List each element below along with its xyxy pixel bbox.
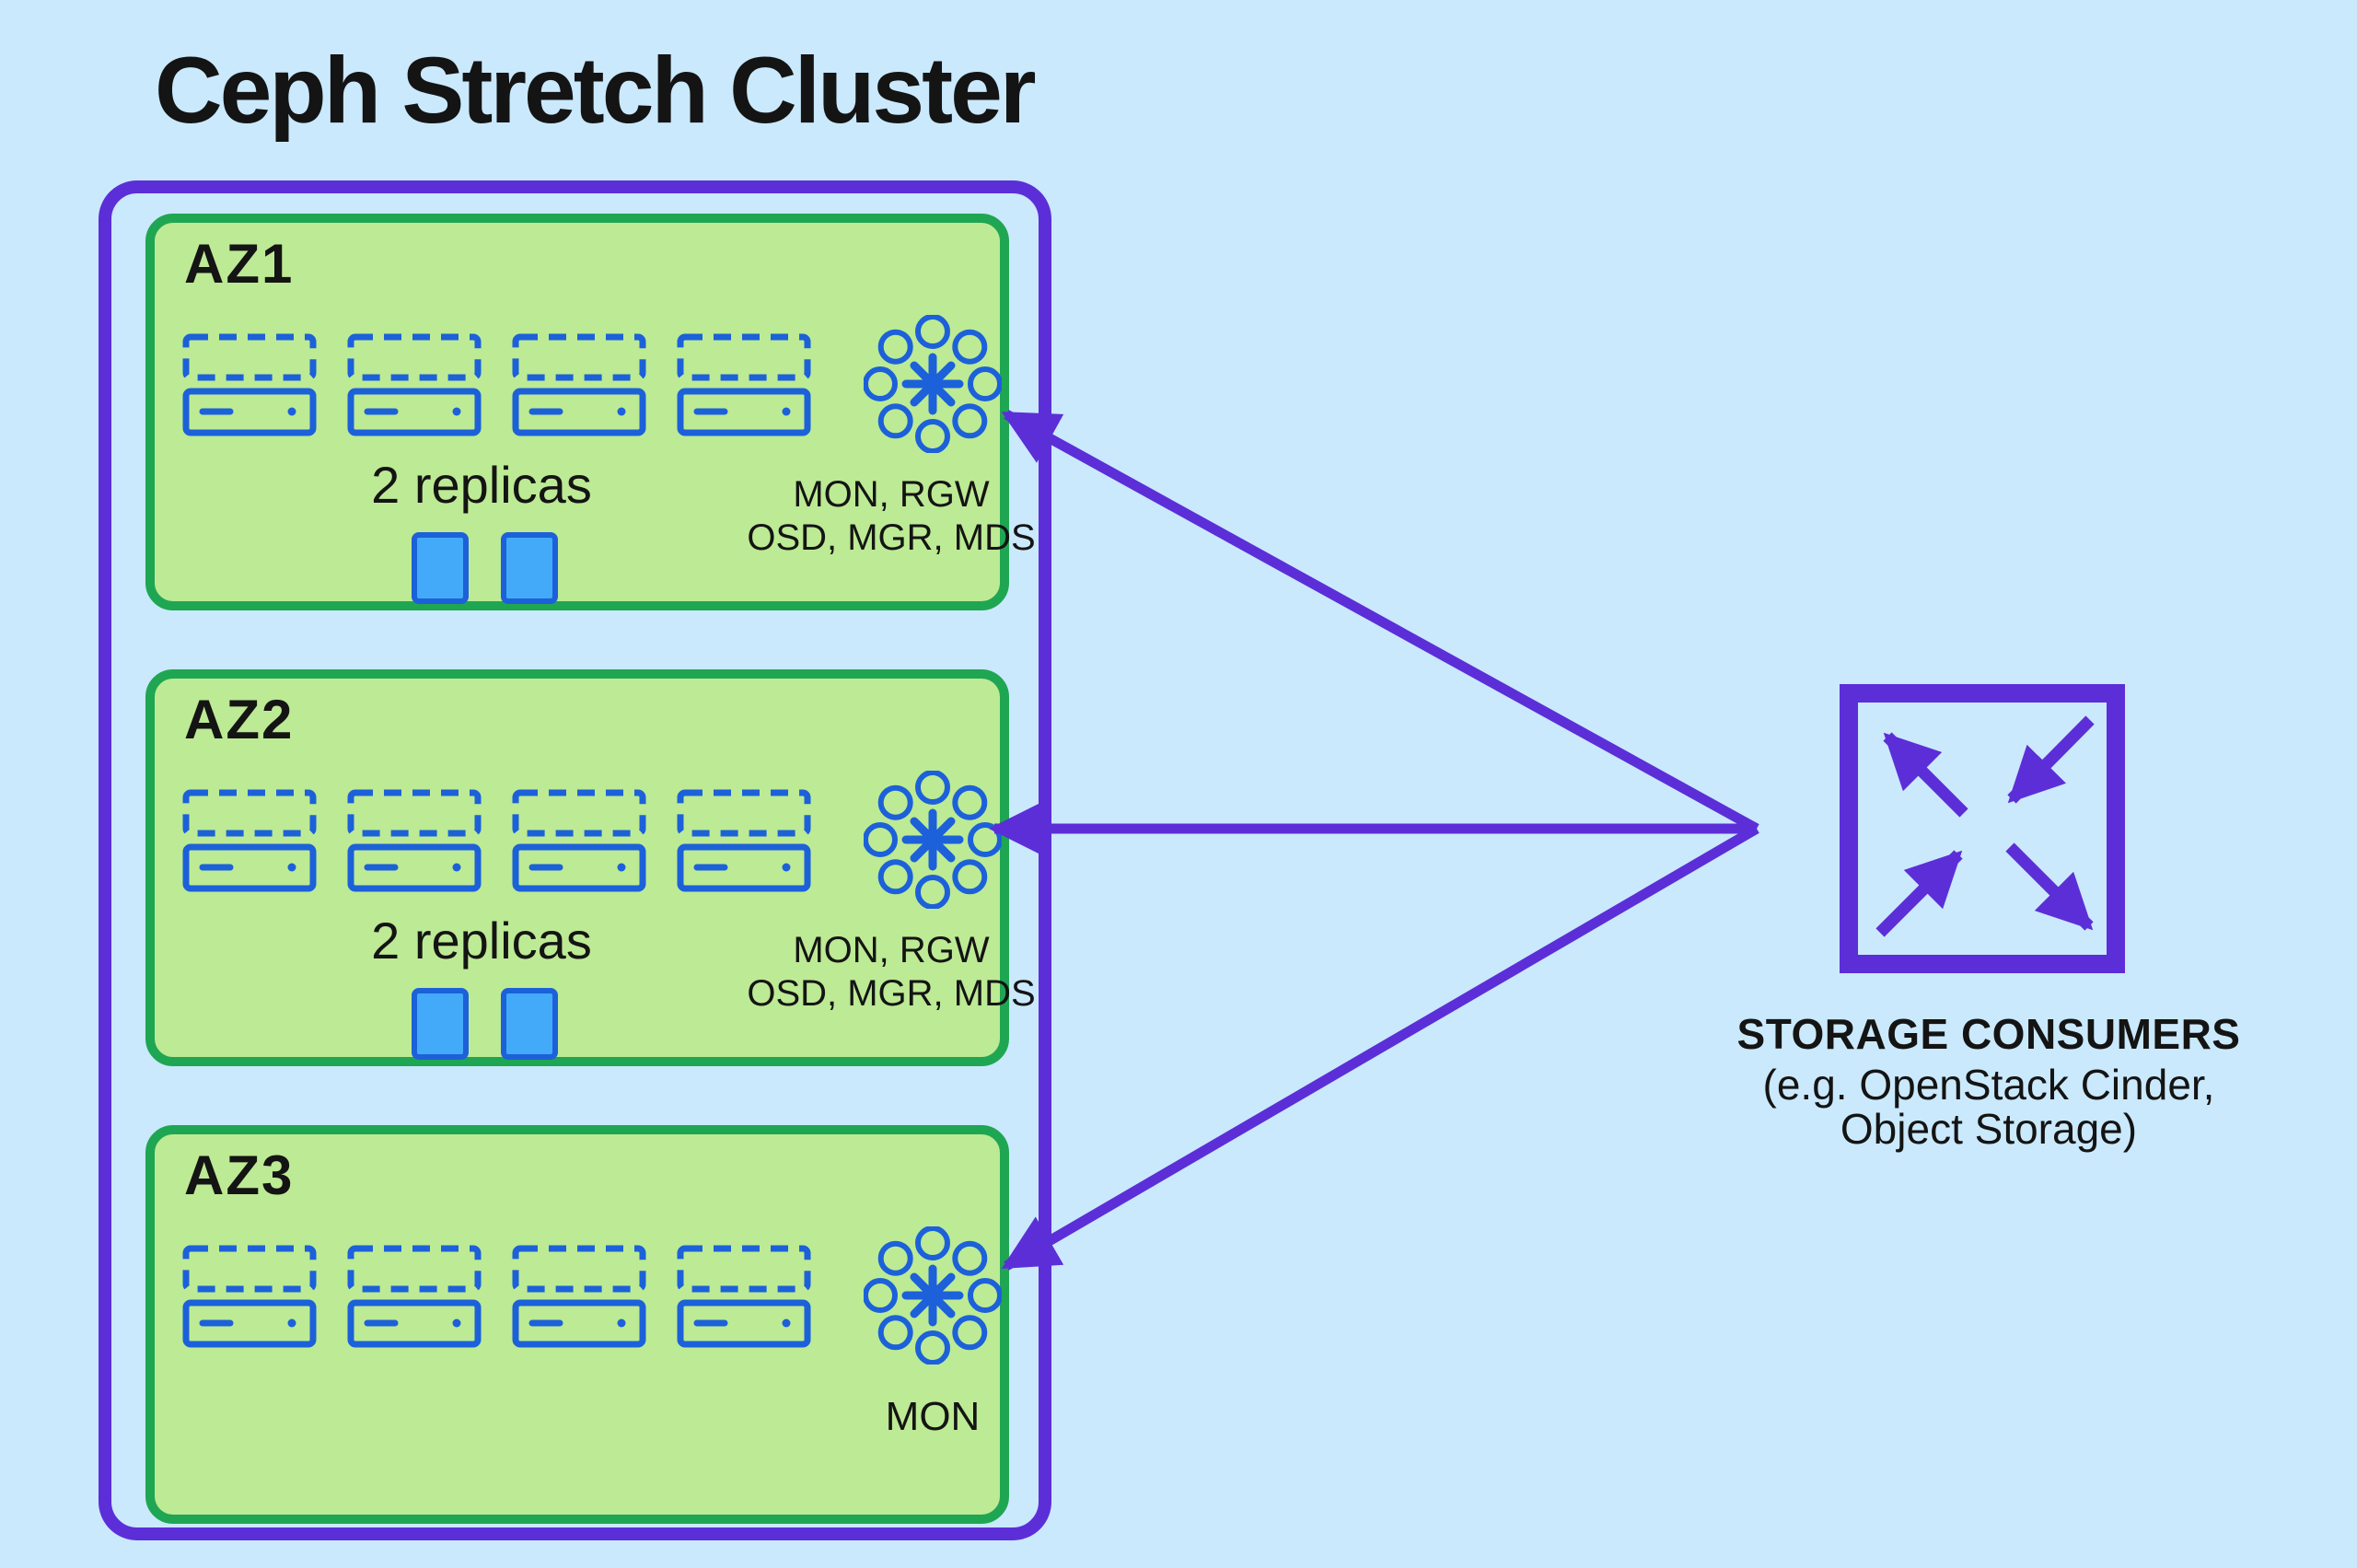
server-node-icon [512,333,646,436]
replica-square [501,532,558,604]
az-label: AZ1 [184,233,295,295]
availability-zone-az1: AZ1 [145,214,1036,610]
replica-square [412,988,469,1060]
arrow-to-az3 [1001,824,1759,1271]
server-node-icon [347,333,482,436]
server-node-icon [677,789,811,892]
storage-consumers-subtitle-2: Object Storage) [1840,1105,2138,1154]
server-node-icon [182,1245,317,1348]
replica-squares [412,988,558,1060]
server-node-icon [512,789,646,892]
services-label: MON, RGW OSD, MGR, MDS [707,473,1075,560]
replicas-label: 2 replicas [371,456,592,514]
services-line-2: OSD, MGR, MDS [747,973,1036,1015]
server-row [182,789,811,892]
server-node-icon [182,333,317,436]
arrow-to-az1 [1001,410,1759,833]
az-label: AZ2 [184,689,295,750]
services-line-2: OSD, MGR, MDS [747,517,1036,559]
storage-consumers-title: STORAGE CONSUMERS [1736,1010,2241,1058]
server-node-icon [182,789,317,892]
server-node-icon [512,1245,646,1348]
server-node-icon [677,1245,811,1348]
services-label: MON, RGW OSD, MGR, MDS [707,929,1075,1016]
storage-consumers-subtitle-1: (e.g. OpenStack Cinder, [1762,1061,2215,1109]
ceph-daemon-cluster-icon [864,1226,1002,1365]
server-row [182,333,811,436]
replica-square [412,532,469,604]
replica-square [501,988,558,1060]
availability-zone-az3: AZ3 [145,1125,1009,1524]
services-label: MON [885,1394,981,1439]
server-node-icon [677,333,811,436]
az-label: AZ3 [184,1144,295,1206]
server-row [182,1245,811,1348]
services-line-1: MON, RGW [793,474,990,515]
services-line-1: MON, RGW [793,930,990,970]
storage-consumers-caption: STORAGE CONSUMERS (e.g. OpenStack Cinder… [1666,1009,2311,1152]
server-node-icon [347,1245,482,1348]
server-node-icon [347,789,482,892]
ceph-daemon-cluster-icon [864,315,1002,453]
replica-squares [412,532,558,604]
storage-consumers-icon [1840,684,2125,973]
page-title: Ceph Stretch Cluster [155,38,1037,143]
availability-zone-az2: AZ2 [145,669,1036,1066]
replicas-label: 2 replicas [371,912,592,970]
ceph-daemon-cluster-icon [864,771,1002,909]
